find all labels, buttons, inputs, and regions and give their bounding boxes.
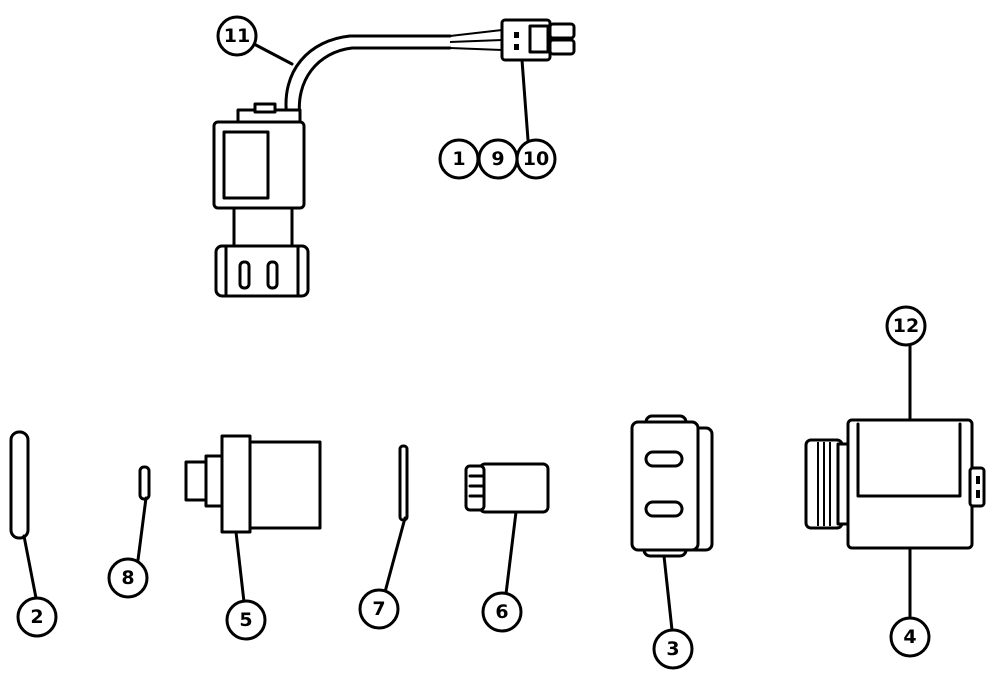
part-5-valve-body	[184, 434, 322, 534]
part-6-plunger	[464, 462, 550, 514]
svg-text:3: 3	[666, 638, 679, 660]
callout-12: 12	[885, 305, 927, 347]
leader-11	[252, 42, 294, 66]
svg-text:4: 4	[903, 626, 916, 648]
callout-8: 8	[107, 557, 149, 599]
callout-6: 6	[481, 591, 523, 633]
callout-9: 9	[477, 138, 519, 180]
callout-2: 2	[16, 596, 58, 638]
svg-text:10: 10	[523, 148, 549, 170]
part-3-bracket	[630, 414, 714, 558]
svg-text:5: 5	[239, 609, 252, 631]
callout-5: 5	[225, 599, 267, 641]
svg-text:12: 12	[893, 315, 919, 337]
callout-7: 7	[358, 588, 400, 630]
callout-1: 1	[438, 138, 480, 180]
leader-10	[520, 58, 530, 142]
solenoid-valve-assembly	[212, 18, 576, 298]
callout-4: 4	[889, 616, 931, 658]
callout-10: 10	[515, 138, 557, 180]
part-2-oring	[9, 430, 30, 540]
part-4-coil	[804, 418, 986, 550]
svg-text:7: 7	[372, 598, 385, 620]
callout-11: 11	[216, 15, 258, 57]
svg-text:9: 9	[491, 148, 504, 170]
part-7-washer	[398, 444, 409, 522]
part-8-pin	[138, 465, 151, 501]
svg-text:1: 1	[452, 148, 465, 170]
svg-text:2: 2	[30, 606, 43, 628]
svg-text:8: 8	[121, 567, 134, 589]
svg-text:11: 11	[224, 25, 250, 47]
svg-text:6: 6	[495, 601, 508, 623]
callout-3: 3	[652, 628, 694, 670]
